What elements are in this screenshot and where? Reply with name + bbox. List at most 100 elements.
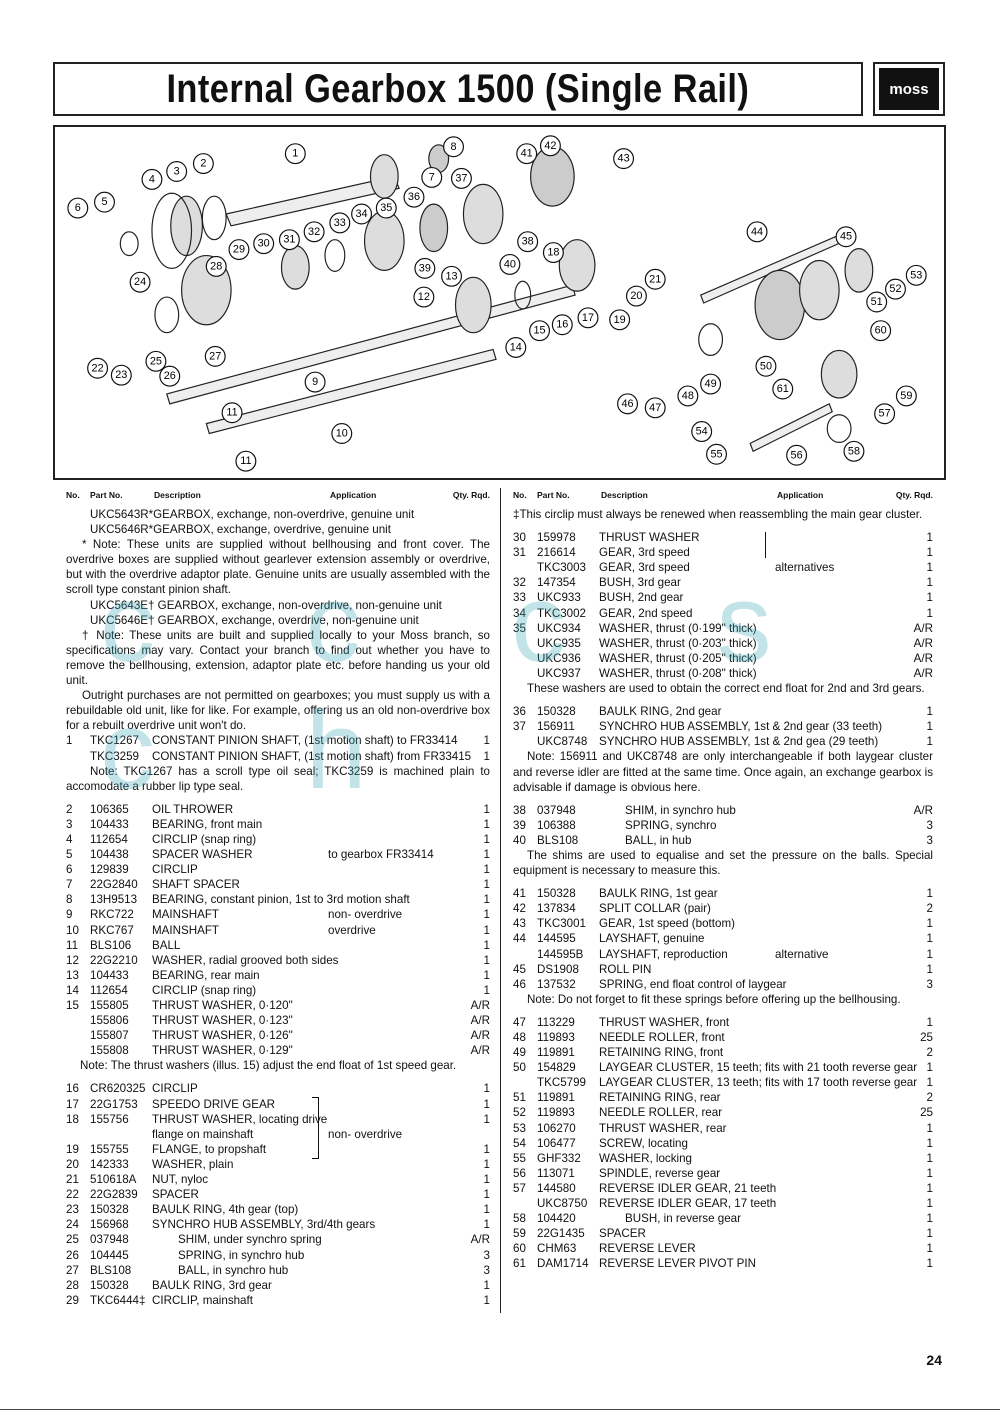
cell-qty: 1 (483, 983, 490, 997)
cell-qty: 1 (483, 1097, 490, 1111)
cell-part: UKC937 (537, 666, 581, 680)
cell-qty: 1 (926, 720, 933, 734)
cell-part: 137834 (537, 902, 576, 916)
cell-desc: CIRCLIP (152, 863, 198, 877)
callout-11: 11 (221, 402, 243, 424)
svg-text:17: 17 (582, 312, 594, 324)
cell-desc: LAYGEAR CLUSTER, 13 teeth; fits with 17 … (599, 1076, 918, 1090)
callout-19: 19 (609, 309, 631, 331)
cell-part: RKC722 (90, 908, 134, 922)
logo-text: moss (879, 68, 939, 110)
callout-61: 61 (772, 378, 794, 400)
cell-desc: SHIM, in synchro hub (625, 803, 736, 817)
cell-qty: 1 (483, 802, 490, 816)
cell-no: 41 (513, 887, 526, 901)
cell-part: 144595B (537, 947, 584, 961)
svg-text:13: 13 (445, 270, 457, 282)
cell-desc: SPEEDO DRIVE GEAR (152, 1097, 276, 1111)
left-parts-column: UKC5643R*GEARBOX, exchange, non-overdriv… (66, 507, 490, 1308)
cell-part: TKC1267 (90, 734, 139, 748)
cell-qty: 1 (926, 1227, 933, 1241)
callout-60: 60 (870, 320, 892, 342)
svg-text:34: 34 (356, 208, 368, 220)
callout-5: 5 (94, 191, 115, 213)
cell-qty: 25 (920, 1031, 933, 1044)
callout-37: 37 (450, 167, 472, 189)
svg-text:35: 35 (380, 202, 392, 214)
svg-text:57: 57 (879, 408, 891, 420)
note-text: * Note: These units are supplied without… (66, 538, 490, 597)
cell-desc: SPRING, synchro (625, 818, 717, 832)
cell-part: UKC936 (537, 651, 581, 665)
callout-58: 58 (843, 440, 865, 462)
svg-text:4: 4 (149, 173, 155, 185)
callout-18: 18 (542, 242, 564, 264)
cell-desc: NEEDLE ROLLER, rear (599, 1106, 723, 1120)
cell-qty: 1 (926, 1257, 933, 1271)
note-text: Outright purchases are not permitted on … (66, 689, 490, 733)
intro-line: UKC5643R*GEARBOX, exchange, non-overdriv… (90, 508, 415, 521)
cell-qty: A/R (470, 1029, 490, 1043)
cell-qty: A/R (913, 666, 933, 680)
cell-no: 36 (513, 705, 526, 719)
cell-desc: flange on mainshaft (152, 1127, 254, 1141)
svg-text:19: 19 (614, 314, 626, 326)
cell-no: 54 (513, 1136, 526, 1150)
cell-qty: A/R (470, 1233, 490, 1247)
cell-no: 61 (513, 1257, 526, 1271)
cell-part: 150328 (90, 1203, 129, 1217)
callout-27: 27 (204, 345, 226, 367)
cell-desc: GEAR, 2nd speed (599, 606, 693, 620)
cell-qty: 1 (483, 734, 490, 748)
svg-text:18: 18 (547, 247, 559, 259)
header-desc: Description (154, 490, 201, 500)
cell-desc: WASHER, thrust (0·205" thick) (599, 651, 757, 665)
cell-no: 43 (513, 917, 526, 931)
cell-qty: 2 (926, 902, 933, 916)
right-column-header: No. Part No. Description Application Qty… (513, 490, 933, 502)
callout-46: 46 (617, 393, 639, 415)
cell-desc: THRUST WASHER (599, 531, 700, 545)
cell-qty: 1 (926, 1166, 933, 1180)
cell-part: UKC934 (537, 621, 581, 635)
cell-desc: WASHER, thrust (0·203" thick) (599, 636, 757, 650)
svg-text:32: 32 (308, 226, 320, 238)
cell-qty: 3 (926, 818, 933, 832)
cell-part: 154829 (537, 1061, 576, 1075)
callout-23: 23 (110, 364, 132, 386)
cell-qty: 3 (483, 1263, 490, 1277)
cell-desc: BUSH, 3rd gear (599, 576, 681, 590)
cell-no: 51 (513, 1091, 526, 1105)
cell-part: DAM1714 (537, 1257, 589, 1271)
callout-33: 33 (329, 212, 351, 234)
callout-22: 22 (87, 357, 109, 379)
cell-no: 55 (513, 1151, 526, 1165)
cell-part: 13H9513 (90, 893, 138, 907)
svg-text:5: 5 (101, 196, 107, 208)
note-line: ‡This circlip must always be renewed whe… (513, 508, 923, 521)
cell-no: 30 (513, 531, 526, 545)
intro-line: UKC5643E† GEARBOX, exchange, non-overdri… (90, 598, 442, 612)
